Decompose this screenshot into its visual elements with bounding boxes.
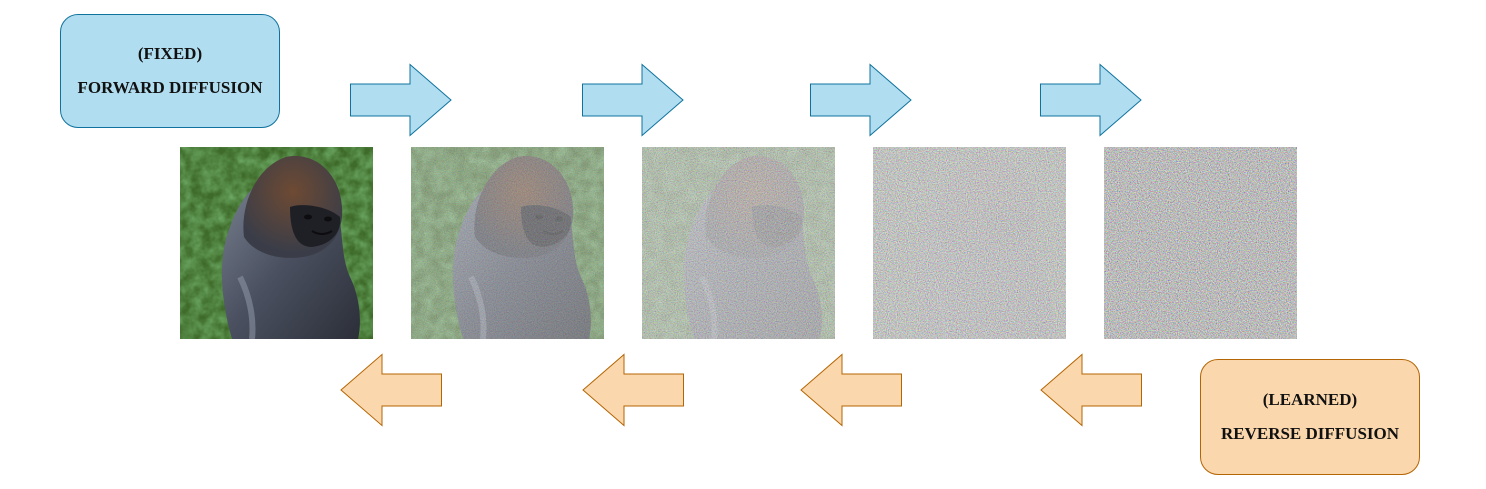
diffusion-stage-image: [411, 147, 604, 339]
diffusion-stage-image: [642, 147, 835, 339]
gorilla-photo: [411, 147, 604, 339]
noise-layer: [1104, 147, 1297, 339]
gorilla-photo: [1104, 147, 1297, 339]
arrow-right-icon: [582, 63, 684, 137]
diffusion-stage-image: [1104, 147, 1297, 339]
gorilla-photo: [180, 147, 373, 339]
forward-label-line2: FORWARD DIFFUSION: [77, 78, 263, 97]
reverse-label-line2: REVERSE DIFFUSION: [1220, 424, 1400, 443]
reverse-label-line1: (LEARNED): [1262, 390, 1358, 409]
noise-layer: [411, 147, 604, 339]
arrow-left-icon: [340, 353, 442, 427]
diffusion-stage-image: [873, 147, 1066, 339]
arrow-left-icon: [800, 353, 902, 427]
arrow-right-icon: [810, 63, 912, 137]
diffusion-stage-image: [180, 147, 373, 339]
arrow-right-icon: [1040, 63, 1142, 137]
forward-diffusion-label: (FIXED) FORWARD DIFFUSION: [60, 14, 280, 128]
forward-label-line1: (FIXED): [137, 44, 203, 63]
arrow-left-icon: [582, 353, 684, 427]
gorilla-photo: [642, 147, 835, 339]
gorilla-photo: [873, 147, 1066, 339]
arrow-right-icon: [350, 63, 452, 137]
noise-layer: [873, 147, 1066, 339]
arrow-left-icon: [1040, 353, 1142, 427]
reverse-diffusion-label: (LEARNED) REVERSE DIFFUSION: [1200, 359, 1420, 475]
clean-image-layer: [180, 147, 373, 339]
noise-layer: [642, 147, 835, 339]
